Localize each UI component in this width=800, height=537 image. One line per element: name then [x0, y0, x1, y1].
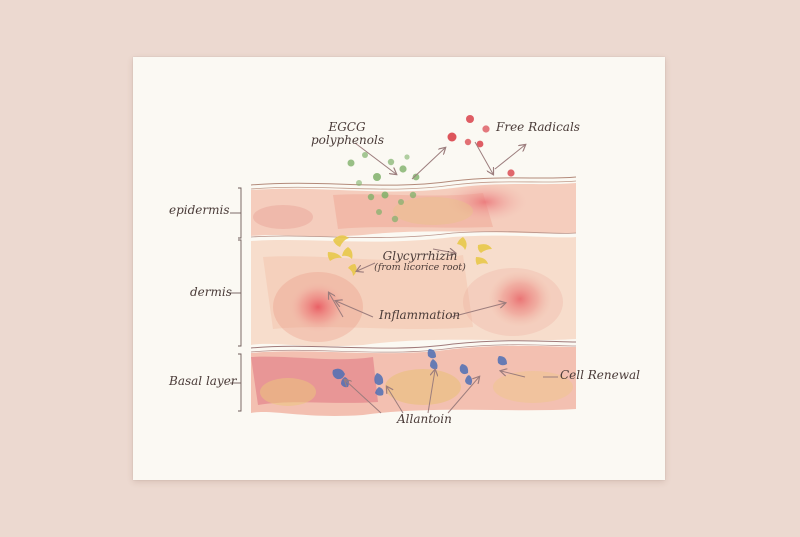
layer-brackets	[230, 187, 242, 412]
epidermis-label: epidermis	[169, 203, 230, 217]
egcg-label-line2: polyphenols	[311, 133, 384, 148]
basal-band	[250, 340, 577, 416]
dermis-label: dermis	[190, 285, 232, 299]
glycyrrhizin-source: (from licorice root)	[374, 262, 466, 274]
glycyrrhizin-label: Glycyrrhizin (from licorice root)	[373, 249, 467, 274]
allantoin-label: Allantoin	[397, 412, 452, 426]
glycyrrhizin-molecules	[327, 235, 492, 276]
skin-layers-diagram	[230, 115, 577, 416]
epidermis-band	[250, 176, 577, 237]
egcg-label: EGCG polyphenols	[311, 120, 384, 148]
cell-renewal-label: Cell Renewal	[560, 368, 641, 382]
free-radical-molecules	[447, 115, 515, 177]
egcg-label-line1: EGCG	[328, 120, 366, 134]
illustration-card: epidermis dermis Basal layer EGCG polyph…	[133, 57, 665, 480]
dermis-band	[250, 231, 577, 347]
basal-layer-label: Basal layer	[169, 374, 237, 388]
allantoin-molecules	[332, 349, 507, 396]
inflammation-label: Inflammation	[379, 308, 461, 322]
annotation-arrows	[329, 141, 558, 414]
egcg-molecules	[347, 152, 420, 223]
free-radicals-label: Free Radicals	[496, 120, 580, 134]
glycyrrhizin-name: Glycyrrhizin	[382, 249, 458, 263]
